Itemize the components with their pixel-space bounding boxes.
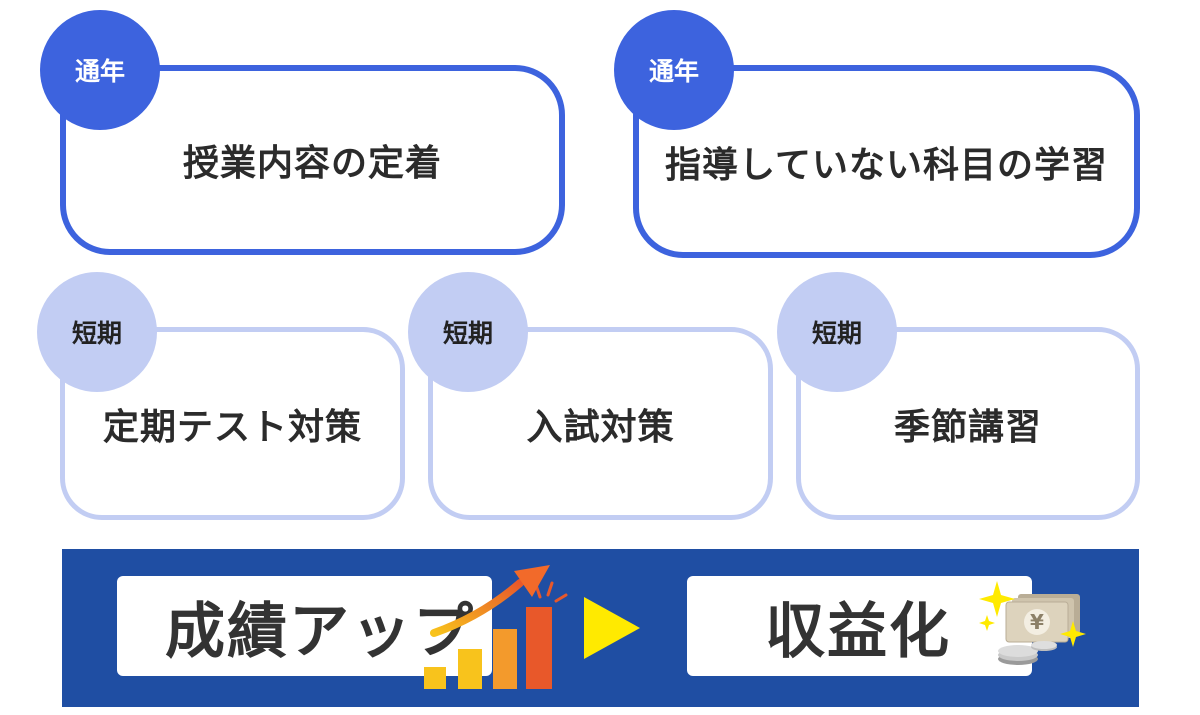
result-banner: 成績アップ 収益化 ¥ bbox=[62, 549, 1139, 707]
badge-short-3: 短期 bbox=[777, 272, 897, 392]
badge-year-1: 通年 bbox=[40, 10, 160, 130]
monetize-text: 収益化 bbox=[765, 583, 951, 670]
badge-year-2: 通年 bbox=[614, 10, 734, 130]
card-title: 定期テスト対策 bbox=[103, 398, 362, 450]
play-arrow-icon bbox=[582, 595, 642, 661]
chart-bar-2 bbox=[458, 649, 482, 689]
trend-up-arrow-icon bbox=[432, 561, 557, 636]
badge-short-2: 短期 bbox=[408, 272, 528, 392]
card-title: 季節講習 bbox=[894, 398, 1042, 450]
chart-bar-3 bbox=[493, 629, 517, 689]
chart-bar-1 bbox=[424, 667, 446, 689]
badge-short-1: 短期 bbox=[37, 272, 157, 392]
sparkle-icon bbox=[977, 579, 1092, 659]
card-title: 入試対策 bbox=[526, 398, 674, 450]
card-title: 授業内容の定着 bbox=[183, 134, 442, 186]
card-title: 指導していない科目の学習 bbox=[665, 136, 1108, 188]
